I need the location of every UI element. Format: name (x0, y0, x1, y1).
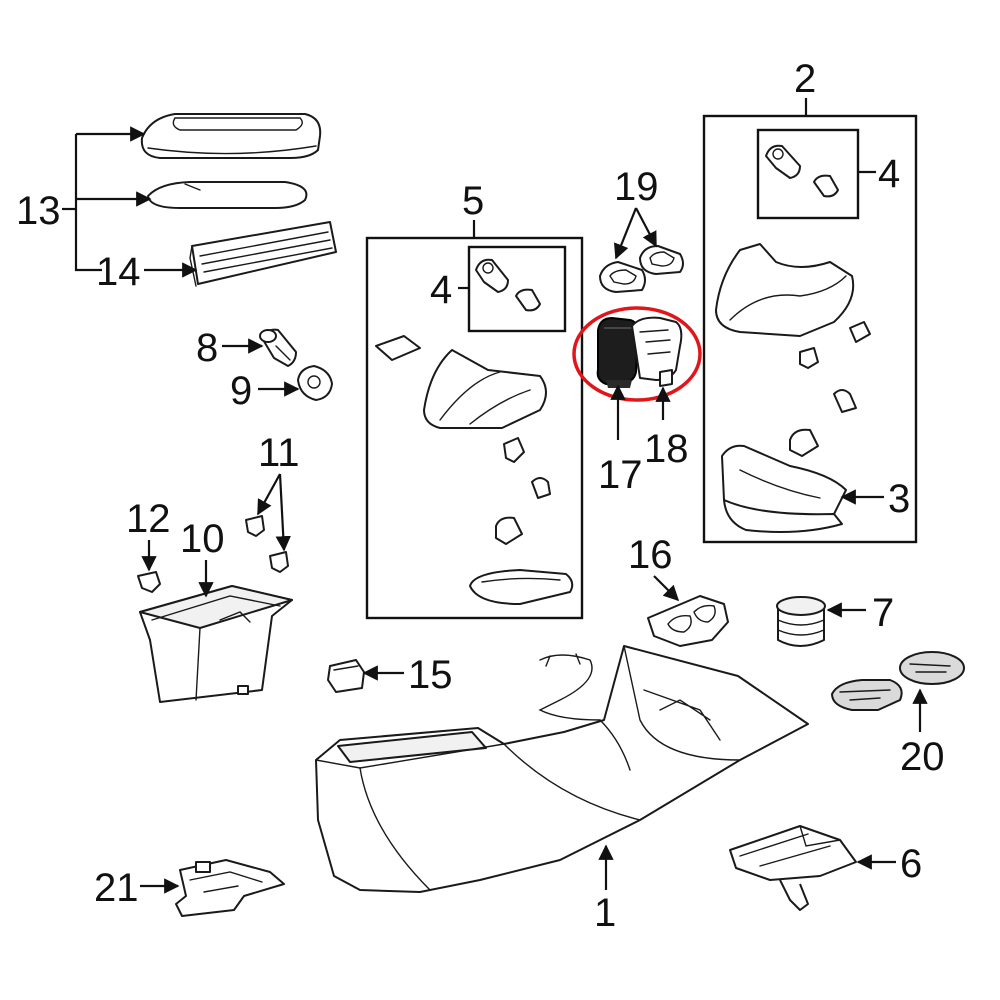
label-3: 3 (888, 477, 910, 521)
label-19: 19 (614, 165, 659, 209)
part-7-cup (776, 596, 826, 647)
part-13-armrest-lid (140, 113, 322, 159)
label-10: 10 (180, 517, 225, 561)
label-21: 21 (94, 866, 139, 910)
part-16-cup-holder-insert (647, 595, 729, 647)
part-13-armrest-pad (147, 181, 308, 209)
part-2-shift-boot-assembly (715, 243, 871, 457)
part-3-shift-boot (721, 444, 847, 533)
part-15-switch (327, 659, 365, 693)
part-14-lid-panel (189, 221, 337, 287)
label-2: 2 (794, 57, 816, 101)
label-18: 18 (644, 427, 689, 471)
group-box-4-left (467, 245, 567, 333)
label-6: 6 (900, 842, 922, 886)
highlight-circle (572, 306, 702, 402)
label-15: 15 (408, 653, 453, 697)
label-1: 1 (594, 891, 616, 935)
part-8-power-outlet (259, 328, 297, 367)
part-17-switch-black (596, 316, 640, 388)
group-box-4-right (756, 128, 860, 220)
part-5-shift-boot-assembly (375, 335, 574, 605)
label-13: 13 (16, 189, 61, 233)
part-12-clip (137, 571, 161, 593)
label-11: 11 (258, 431, 300, 475)
part-10-storage-bin (139, 585, 293, 703)
label-8: 8 (196, 326, 218, 370)
label-17: 17 (598, 453, 643, 497)
callout-labels: 13 14 8 9 11 12 10 15 5 4 19 17 18 2 4 3… (16, 57, 945, 935)
part-6-bracket (729, 825, 857, 911)
part-4-shift-knob-left (475, 258, 541, 312)
group-box-2 (702, 114, 918, 544)
label-7: 7 (872, 591, 894, 635)
label-20: 20 (900, 735, 945, 779)
label-5: 5 (462, 179, 484, 223)
part-11-clips (245, 515, 289, 573)
part-4-shift-knob-right (765, 144, 839, 198)
part-19-bezels (599, 245, 684, 293)
label-12: 12 (126, 497, 171, 541)
part-9-outlet-cap (297, 365, 333, 401)
label-4-left: 4 (430, 268, 452, 312)
label-4-right: 4 (878, 152, 900, 196)
part-1-console (315, 645, 809, 893)
label-14: 14 (96, 250, 141, 294)
label-16: 16 (628, 533, 673, 577)
part-21-bracket (175, 859, 285, 917)
label-9: 9 (230, 369, 252, 413)
part-20-cup-mats (830, 651, 965, 711)
leader-lines (62, 98, 928, 894)
part-18-switch-light (631, 316, 683, 387)
